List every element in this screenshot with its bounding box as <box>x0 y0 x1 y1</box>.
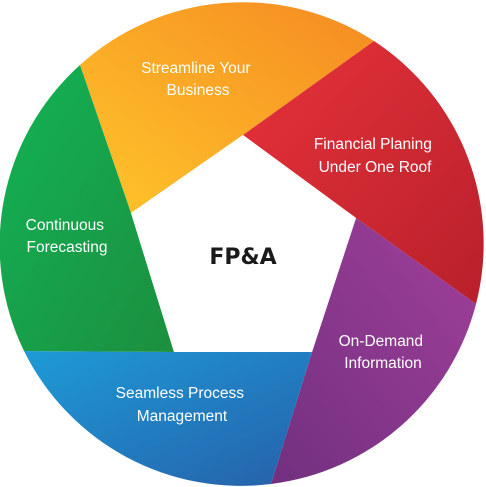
segment-financial-planning <box>243 41 484 304</box>
label-financial-planning: Financial Planing Under One Roof <box>314 136 436 176</box>
center-pentagon <box>131 135 356 352</box>
segment-seamless-process <box>24 351 312 486</box>
label-seamless-process: Seamless Process Management <box>116 385 249 425</box>
segment-on-demand-information <box>271 218 476 484</box>
label-streamline-business: Streamline Your Business <box>141 60 255 99</box>
segment-streamline-business <box>80 2 374 213</box>
segment-continuous-forecasting <box>0 65 174 352</box>
label-on-demand-information: On-Demand Information <box>339 333 428 372</box>
center-title: FP&A <box>209 245 276 270</box>
label-continuous-forecasting: Continuous Forecasting <box>26 217 109 256</box>
